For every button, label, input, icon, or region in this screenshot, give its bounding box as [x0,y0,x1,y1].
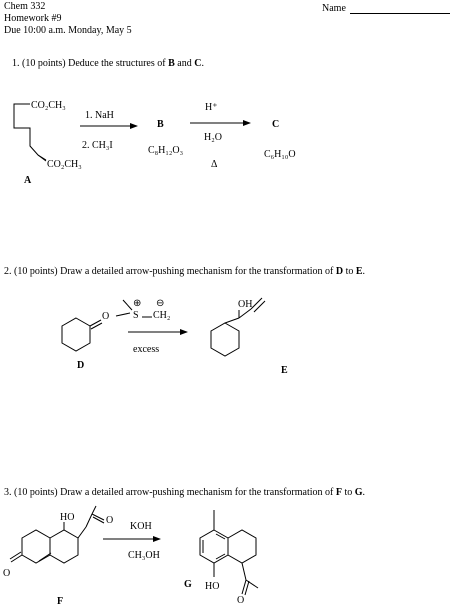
compound-d-oxygen: O [102,311,110,322]
compound-g-acetyl-2 [245,579,259,589]
q3-reagent-1: KOH [130,521,152,532]
compound-g-acetyl-1 [241,562,247,581]
q2-prompt-to: to [343,266,356,277]
q1-acid: H⁺ [205,102,218,113]
q3-prompt-to: to [341,487,355,498]
name-label: Name [322,3,346,14]
q1-prompt-b: B [168,58,175,69]
compound-f-acetyl-co-1 [91,513,105,521]
q3-reagent-2: CH₃OH [128,550,160,561]
compound-f-oh-bond [77,526,87,539]
compound-g-ketone-o: O [237,595,245,606]
compound-d-ring [61,317,91,352]
q3-prompt-f: F [335,487,342,498]
q3-prompt-g: G [354,487,363,498]
q1-prompt: 1. (10 points) Deduce the structures of … [12,59,204,69]
q1-prompt-text: 1. (10 points) Deduce the structures of [12,58,169,69]
compound-c-formula: C₆H₁₀O [264,149,296,160]
q1-prompt-and: and [174,58,195,69]
compound-a-bond-bottom [37,154,47,162]
compound-g-acetyl-co-1 [241,579,247,595]
compound-g-saturated-ring [227,529,257,564]
compound-f-acetyl-co-2 [92,516,105,524]
compound-e-vinyl-2a [250,297,263,310]
course-title: Chem 332 [4,1,46,12]
compound-d-label: D [77,360,85,371]
compound-d-carbonyl-1 [89,319,102,327]
compound-f-ho: HO [60,512,75,523]
compound-b-formula: C₈H₁₂O₃ [148,145,184,156]
q3-prompt-text: 3. (10 points) Draw a detailed arrow-pus… [4,487,336,498]
compound-d-carbonyl-2 [90,322,103,330]
q3-prompt: 3. (10 points) Draw a detailed arrow-pus… [4,488,365,498]
compound-g-aromatic-ring [199,529,229,564]
compound-e-oh: OH [238,299,253,310]
q1-prompt-period: . [201,58,204,69]
ylide-methyl-2 [115,312,131,317]
q2-excess: excess [133,344,160,355]
compound-e-oh-bond [224,317,240,324]
compound-f-enone-double [38,552,52,562]
compound-f-acetyl-1 [85,513,93,528]
q3-prompt-period: . [362,487,366,498]
ylide-plus: ⊕ [133,298,142,309]
q2-prompt-e: E [355,266,363,277]
q2-prompt-period: . [362,266,366,277]
compound-f-carbonyl-2 [9,551,22,560]
due-date: Due 10:00 a.m. Monday, May 5 [4,25,132,36]
compound-a-chain [13,103,47,161]
q1-reagent-1: 1. NaH [85,110,114,121]
q1-water: H₂O [204,132,222,143]
q1-heat: Δ [211,159,218,170]
ylide-methyl-1 [122,299,133,311]
assignment-title: Homework #9 [4,13,62,24]
compound-e-vinyl-2b [253,300,266,313]
compound-c-label: C [272,119,280,130]
compound-e-label: E [281,365,288,376]
compound-f-carbonyl-1 [10,554,23,563]
ylide-minus: ⊖ [156,298,165,309]
compound-f-acetyl-2 [91,505,97,515]
compound-a-label: A [24,175,32,186]
q1-reagent-2: 2. CH₃I [82,140,113,151]
ylide-sulfur: S [133,310,139,321]
compound-f-enone-o: O [3,568,11,579]
q2-prompt: 2. (10 points) Draw a detailed arrow-pus… [4,267,365,277]
compound-e-ring [210,322,240,357]
compound-g-arom-double-2 [215,533,226,540]
compound-g-label: G [184,579,192,590]
compound-f-ring-right [49,529,79,564]
compound-f-ketone-o: O [106,515,114,526]
compound-g-arom-double-3 [215,553,226,560]
q2-prompt-d: D [335,266,344,277]
ylide-ch2: CH₂ [153,310,171,321]
compound-e-vinyl-1 [238,308,252,319]
q1-prompt-c: C [194,58,202,69]
compound-a-ester-bottom: CO₂CH₃ [47,159,82,170]
compound-a-ester-top: CO₂CH₃ [31,100,66,111]
name-blank-line [350,13,450,14]
compound-g-ho: HO [205,581,220,592]
compound-f-label: F [57,596,64,607]
compound-g-acetyl-co-2 [244,580,250,596]
q2-prompt-text: 2. (10 points) Draw a detailed arrow-pus… [4,266,336,277]
compound-b-label: B [157,119,164,130]
compound-f-ring-left [21,529,51,564]
